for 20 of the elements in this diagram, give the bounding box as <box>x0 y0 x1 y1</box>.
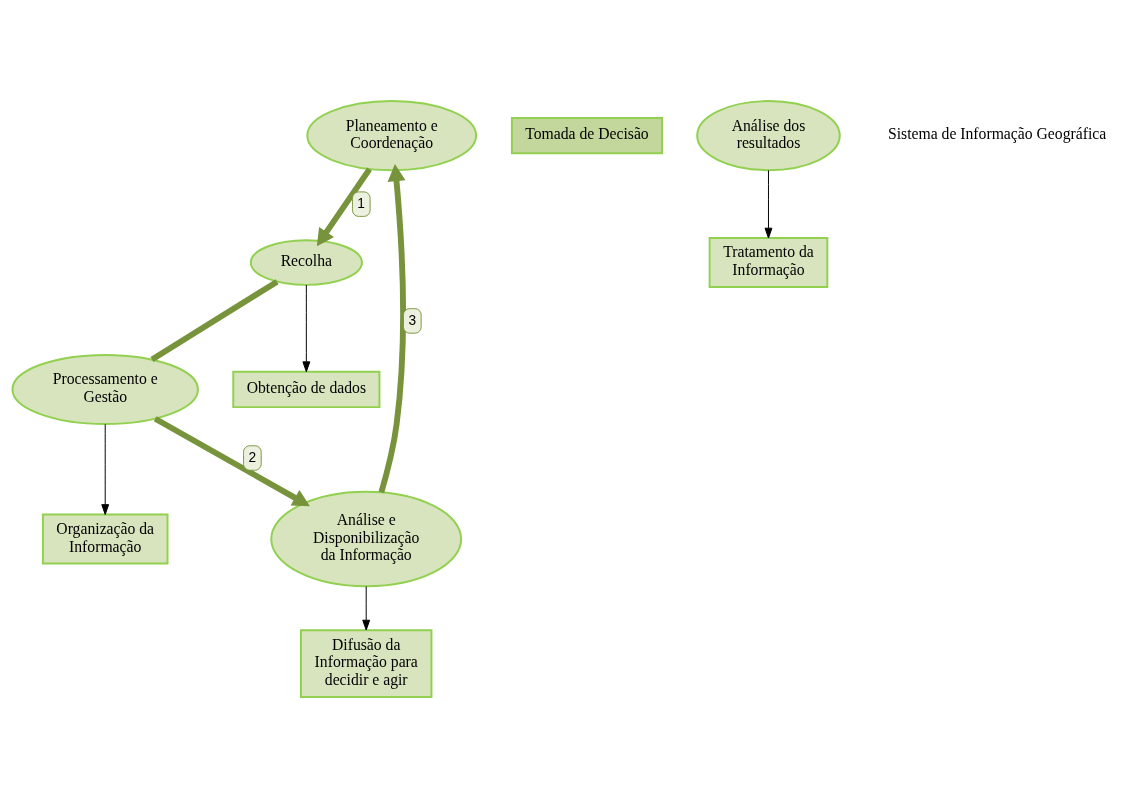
arrow <box>764 169 773 238</box>
node-box: Obtenção de dados <box>232 370 381 408</box>
connector <box>150 278 279 362</box>
edge-label: 1 <box>357 195 366 211</box>
arrow <box>153 415 310 506</box>
node-ellipse: Recolha <box>249 238 363 286</box>
node-ellipse: Processamento e Gestão <box>11 353 199 425</box>
node-box: Difusão da Informação para decidir e agir <box>299 628 433 698</box>
arrow <box>302 284 311 372</box>
arrow <box>362 585 371 630</box>
node-box: Tratamento da Informação <box>708 236 829 288</box>
node-box: Organização da Informação <box>41 513 169 565</box>
arrow <box>101 423 110 515</box>
node-ellipse: Planeamento e Coordenação <box>306 99 478 171</box>
label: Sistema de Informação Geográfica <box>887 124 1107 142</box>
node-box: Tomada de Decisão <box>510 116 663 154</box>
edge-label: 3 <box>408 312 417 328</box>
edge-label: 2 <box>248 449 257 465</box>
node-ellipse: Análise dos resultados <box>696 99 841 171</box>
arrow <box>378 163 406 493</box>
